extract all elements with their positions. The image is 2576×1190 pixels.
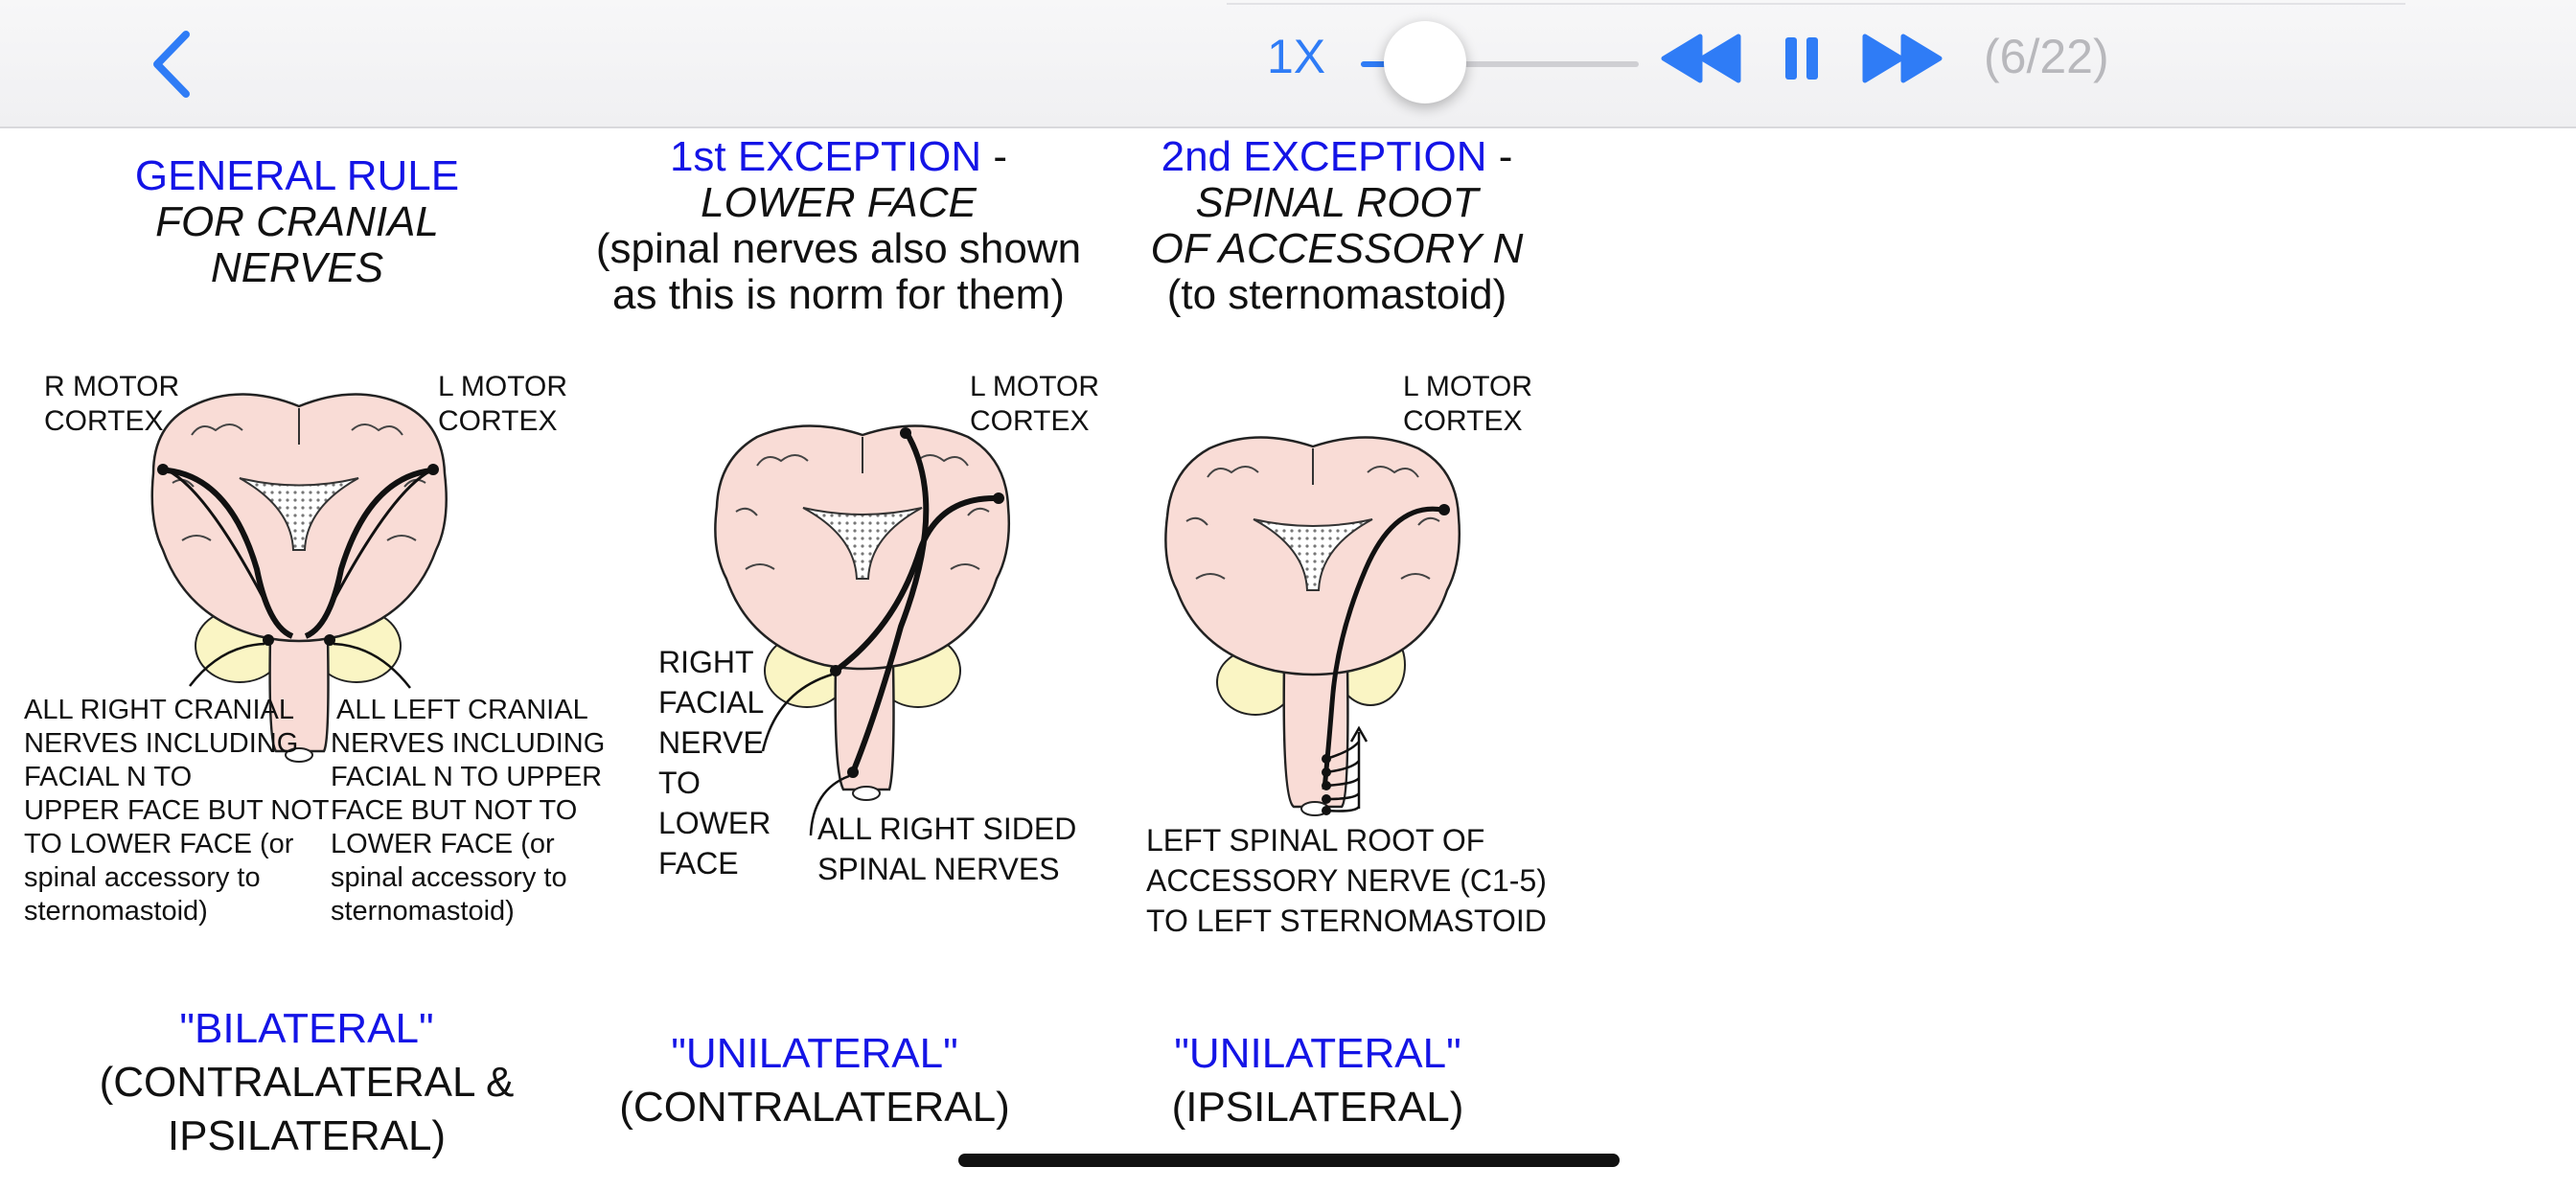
label-line: CORTEX xyxy=(970,405,1090,437)
col3-bottom-label: "UNILATERAL" (IPSILATERAL) xyxy=(1102,1027,1533,1134)
caption-line: ACCESSORY NERVE (C1-5) xyxy=(1146,863,1547,898)
bottom-line: (IPSILATERAL) xyxy=(1171,1084,1464,1131)
caption-line: NERVES INCLUDING xyxy=(24,728,299,759)
bottom-line: (CONTRALATERAL & xyxy=(99,1059,515,1106)
brain-diagram-general-rule xyxy=(150,393,448,763)
caption-line: UPPER FACE BUT NOT xyxy=(24,795,330,826)
forward-button[interactable] xyxy=(1859,33,1945,89)
home-indicator[interactable] xyxy=(958,1154,1620,1167)
caption-line: NERVE xyxy=(658,725,764,760)
caption-line: FACE BUT NOT TO xyxy=(331,795,578,826)
col3-title: 2nd EXCEPTION - SPINAL ROOT OF ACCESSORY… xyxy=(1102,134,1572,318)
label-line: CORTEX xyxy=(438,405,558,437)
col2-bottom-label: "UNILATERAL" (CONTRALATERAL) xyxy=(594,1027,1035,1134)
caption-line: spinal accessory to xyxy=(331,862,567,893)
brain-diagram-accessory-nerve xyxy=(1164,436,1461,816)
slider-knob[interactable] xyxy=(1383,21,1466,103)
rewind-icon xyxy=(1661,34,1741,83)
label-line: R MOTOR xyxy=(44,371,180,402)
caption-line: ALL RIGHT SIDED xyxy=(817,812,1077,846)
back-button[interactable] xyxy=(144,29,201,100)
col1-title-line1: GENERAL RULE xyxy=(134,152,460,199)
col1-label-r-motor-cortex: R MOTOR CORTEX xyxy=(44,370,179,439)
bottom-line: "UNILATERAL" xyxy=(671,1030,958,1077)
col2-title: 1st EXCEPTION - LOWER FACE (spinal nerve… xyxy=(575,134,1102,318)
caption-line: RIGHT xyxy=(658,645,754,679)
caption-line: FACE xyxy=(658,846,739,881)
caption-line: sternomastoid) xyxy=(24,896,208,927)
pause-button[interactable] xyxy=(1782,33,1821,89)
col2-title-line4: as this is norm for them) xyxy=(612,271,1065,318)
col1-caption-right: ALL LEFT CRANIAL NERVES INCLUDING FACIAL… xyxy=(331,694,637,928)
caption-line: LEFT SPINAL ROOT OF xyxy=(1146,823,1485,858)
rewind-button[interactable] xyxy=(1658,33,1744,89)
col1-bottom-label: "BILATERAL" (CONTRALATERAL & IPSILATERAL… xyxy=(96,1002,518,1163)
col3-title-line2: SPINAL ROOT xyxy=(1195,179,1479,226)
label-line: CORTEX xyxy=(44,405,164,437)
col3-label-l-motor-cortex: L MOTOR CORTEX xyxy=(1403,370,1532,439)
caption-line: TO xyxy=(658,766,701,800)
slide-content: GENERAL RULE FOR CRANIAL NERVES R MOTOR … xyxy=(0,128,1591,1190)
col2-title-line3: (spinal nerves also shown xyxy=(595,225,1082,272)
caption-line: TO LOWER FACE (or xyxy=(24,829,294,859)
col1-label-l-motor-cortex: L MOTOR CORTEX xyxy=(438,370,567,439)
caption-line: spinal accessory to xyxy=(24,862,261,893)
fast-forward-icon xyxy=(1862,34,1943,83)
page-counter: (6/22) xyxy=(1984,30,2109,83)
col3-title-line3: OF ACCESSORY N xyxy=(1150,225,1524,272)
caption-line: FACIAL xyxy=(658,685,765,720)
pause-icon xyxy=(1785,37,1818,80)
bottom-line: IPSILATERAL) xyxy=(167,1112,447,1159)
caption-line: SPINAL NERVES xyxy=(817,852,1060,886)
col1-title-line2: FOR CRANIAL xyxy=(155,198,439,245)
progress-slider[interactable] xyxy=(1361,21,1639,103)
playback-speed-button[interactable]: 1X xyxy=(1267,30,1326,83)
brain-diagram-lower-face xyxy=(714,424,1011,836)
col2-caption-spinal-nerves: ALL RIGHT SIDED SPINAL NERVES xyxy=(817,809,1076,889)
caption-line: sternomastoid) xyxy=(331,896,515,927)
label-line: CORTEX xyxy=(1403,405,1523,437)
bottom-line: "UNILATERAL" xyxy=(1174,1030,1461,1077)
col3-title-dash: - xyxy=(1486,133,1513,180)
caption-line: LOWER xyxy=(658,806,771,840)
caption-line: FACIAL N TO xyxy=(24,762,193,792)
col1-caption-left: ALL RIGHT CRANIAL NERVES INCLUDING FACIA… xyxy=(24,694,331,928)
col2-title-dash: - xyxy=(981,133,1008,180)
bottom-line: "BILATERAL" xyxy=(179,1005,434,1052)
caption-line: FACIAL N TO UPPER xyxy=(331,762,603,792)
caption-line: ALL LEFT CRANIAL xyxy=(336,695,588,725)
col3-title-line4: (to sternomastoid) xyxy=(1166,271,1507,318)
col2-caption-facial-nerve: RIGHT FACIAL NERVE TO LOWER FACE xyxy=(658,642,770,883)
col2-title-exception: 1st EXCEPTION xyxy=(669,133,982,180)
chevron-left-icon xyxy=(153,31,190,98)
toolbar-top-line xyxy=(1227,3,2405,5)
bottom-line: (CONTRALATERAL) xyxy=(619,1084,1010,1131)
player-toolbar: 1X (6/22) xyxy=(0,0,2576,128)
caption-line: TO LEFT STERNOMASTOID xyxy=(1146,904,1547,938)
slider-track xyxy=(1361,61,1639,67)
col2-title-line2: LOWER FACE xyxy=(701,179,977,226)
caption-line: NERVES INCLUDING xyxy=(331,728,606,759)
col3-caption-accessory-nerve: LEFT SPINAL ROOT OF ACCESSORY NERVE (C1-… xyxy=(1146,820,1547,941)
col2-label-l-motor-cortex: L MOTOR CORTEX xyxy=(970,370,1099,439)
col1-title: GENERAL RULE FOR CRANIAL NERVES xyxy=(105,153,489,291)
col3-title-exception: 2nd EXCEPTION xyxy=(1161,133,1487,180)
caption-line: ALL RIGHT CRANIAL xyxy=(24,695,295,725)
brain-diagrams xyxy=(150,393,1461,836)
label-line: L MOTOR xyxy=(438,371,568,402)
label-line: L MOTOR xyxy=(1403,371,1533,402)
col1-title-line3: NERVES xyxy=(210,244,384,291)
caption-line: LOWER FACE (or xyxy=(331,829,555,859)
label-line: L MOTOR xyxy=(970,371,1100,402)
